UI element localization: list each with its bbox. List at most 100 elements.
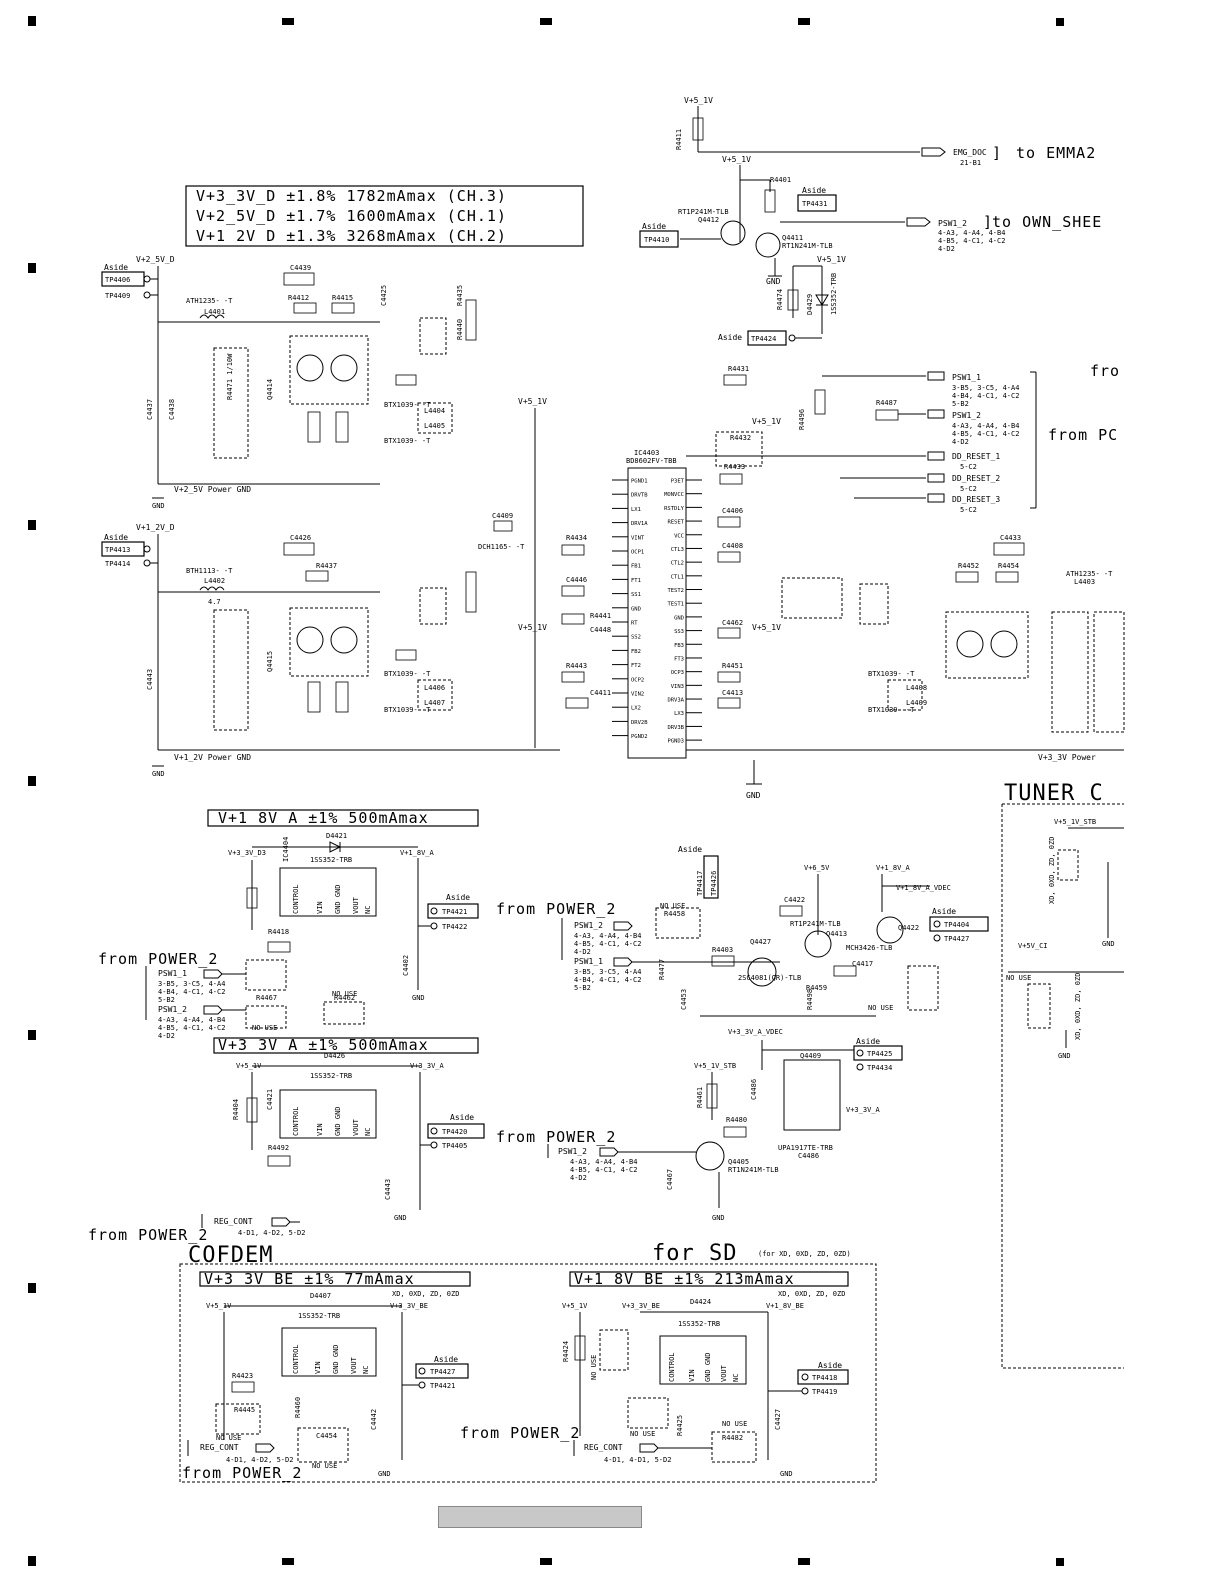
- svg-text:4-A3, 4-A4, 4-B4: 4-A3, 4-A4, 4-B4: [574, 932, 641, 940]
- ic-right-pin-label: P3ET: [671, 479, 685, 485]
- svg-text:C4409: C4409: [492, 512, 513, 520]
- svg-text:4-D2: 4-D2: [952, 438, 969, 446]
- svg-text:Aside: Aside: [104, 263, 128, 272]
- svg-text:TP4426: TP4426: [710, 871, 718, 896]
- svg-text:R4431: R4431: [728, 365, 749, 373]
- svg-text:C4438: C4438: [168, 399, 176, 420]
- svg-text:C4446: C4446: [566, 576, 587, 584]
- svg-text:GND: GND: [412, 994, 425, 1002]
- ic-right-pin-label: RESET: [667, 520, 684, 526]
- spec-ch1: V+2_5V_D ±1.7% 1600mAmax (CH.1): [196, 207, 507, 225]
- reset-connectors: fro from PC PSW1_1 3-B5, 3-C5, 4-A4 4-B4…: [686, 362, 1119, 514]
- ic-right-pin-label: CTL2: [671, 561, 684, 567]
- svg-text:R4460: R4460: [294, 1397, 302, 1418]
- svg-text:VOUT: VOUT: [350, 1356, 358, 1374]
- svg-text:C4486: C4486: [750, 1079, 758, 1100]
- svg-text:C4425: C4425: [380, 285, 388, 306]
- top-spec-box: V+3_3V_D ±1.8% 1782mAmax (CH.3) V+2_5V_D…: [185, 185, 584, 247]
- svg-text:V+5_1V: V+5_1V: [518, 397, 547, 406]
- svg-text:C4433: C4433: [1000, 534, 1021, 542]
- svg-text:R4418: R4418: [268, 928, 289, 936]
- svg-text:4-B5, 4-C1, 4-C2: 4-B5, 4-C1, 4-C2: [570, 1166, 637, 1174]
- svg-text:4-D2: 4-D2: [570, 1174, 587, 1182]
- svg-text:2SC4081(QR)-TLB: 2SC4081(QR)-TLB: [738, 974, 801, 982]
- svg-text:NO USE: NO USE: [1006, 974, 1031, 982]
- svg-text:Q4411: Q4411: [782, 234, 803, 242]
- ic-right-pin-label: CTL1: [671, 574, 684, 580]
- svg-text:4-B4, 4-C1, 4-C2: 4-B4, 4-C1, 4-C2: [158, 988, 225, 996]
- svg-text:TP4414: TP4414: [105, 560, 130, 568]
- svg-text:RT1P241M-TLB: RT1P241M-TLB: [790, 920, 841, 928]
- svg-text:Q4405: Q4405: [728, 1158, 749, 1166]
- svg-text:Aside: Aside: [434, 1355, 458, 1364]
- svg-text:V+2_5V_D: V+2_5V_D: [136, 255, 175, 264]
- ic-right-pin-label: VIN3: [671, 684, 684, 690]
- ic-right-pin-label: RSTDLY: [664, 506, 685, 512]
- ic-right-pin-label: OCP3: [671, 670, 684, 676]
- emg-doc-label: EMG_DOC: [953, 148, 987, 157]
- svg-text:(for XD, 0XD, ZD, 0ZD): (for XD, 0XD, ZD, 0ZD): [758, 1250, 851, 1258]
- svg-text:L4406: L4406: [424, 684, 445, 692]
- svg-text:C4462: C4462: [722, 619, 743, 627]
- svg-text:1SS352-TRB: 1SS352-TRB: [298, 1312, 340, 1320]
- svg-text:3-B5, 3-C5, 4-A4: 3-B5, 3-C5, 4-A4: [158, 980, 225, 988]
- svg-text:TP4425: TP4425: [867, 1050, 892, 1058]
- svg-text:NO USE: NO USE: [216, 1434, 241, 1442]
- ic4403: IC4403 BD8602FV-TBB PGND1DRVTBLX1DRV1AVI…: [478, 365, 899, 800]
- svg-text:PSW1_2: PSW1_2: [574, 921, 603, 930]
- svg-text:TP4406: TP4406: [105, 276, 130, 284]
- svg-text:5-C2: 5-C2: [960, 463, 977, 471]
- svg-text:5-B2: 5-B2: [158, 996, 175, 1004]
- svg-text:V+3_3V_A: V+3_3V_A: [410, 1062, 445, 1070]
- svg-text:TP4410: TP4410: [644, 236, 669, 244]
- svg-text:V+5_1V: V+5_1V: [722, 155, 751, 164]
- svg-text:R4471 1/10W: R4471 1/10W: [226, 353, 234, 400]
- svg-text:TP4421: TP4421: [430, 1382, 455, 1390]
- svg-text:D4407: D4407: [310, 1292, 331, 1300]
- svg-text:from POWER_2: from POWER_2: [182, 1464, 302, 1482]
- svg-text:GND: GND: [766, 277, 781, 286]
- svg-text:4-A3, 4-A4, 4-B4: 4-A3, 4-A4, 4-B4: [570, 1158, 637, 1166]
- svg-text:REG_CONT: REG_CONT: [584, 1443, 623, 1452]
- svg-text:R4487: R4487: [876, 399, 897, 407]
- svg-text:XD, 0XD, ZD, 0ZD: XD, 0XD, ZD, 0ZD: [778, 1290, 845, 1298]
- ic-left-pin-label: PGND2: [631, 734, 648, 740]
- svg-text:R4412: R4412: [288, 294, 309, 302]
- svg-text:GND: GND: [152, 770, 165, 778]
- svg-text:R4440: R4440: [456, 319, 464, 340]
- svg-text:BTX1039- -T: BTX1039- -T: [384, 437, 431, 445]
- ic-left-pin-label: FB2: [631, 649, 641, 655]
- svg-text:GND: GND: [152, 502, 165, 510]
- svg-text:PSW1_1: PSW1_1: [574, 957, 603, 966]
- svg-text:C4426: C4426: [290, 534, 311, 542]
- svg-text:TP4420: TP4420: [442, 1128, 467, 1136]
- svg-text:GND: GND: [378, 1470, 391, 1478]
- svg-text:4-B4, 4-C1, 4-C2: 4-B4, 4-C1, 4-C2: [574, 976, 641, 984]
- svg-text:NC: NC: [732, 1374, 740, 1382]
- svg-text:4-B5, 4-C1, 4-C2: 4-B5, 4-C1, 4-C2: [574, 940, 641, 948]
- control-section: V+5_1V R4411 EMG_DOC 21-B1 to EMMA2 ] V+…: [639, 96, 1101, 346]
- svg-text:Q4415: Q4415: [266, 651, 274, 672]
- svg-text:NO USE: NO USE: [722, 1420, 747, 1428]
- svg-text:BTH1113- -T: BTH1113- -T: [186, 567, 233, 575]
- svg-text:Aside: Aside: [104, 533, 128, 542]
- svg-text:C4443: C4443: [146, 669, 154, 690]
- svg-text:C4443: C4443: [384, 1179, 392, 1200]
- svg-text:C4406: C4406: [722, 507, 743, 515]
- svg-text:V+1_8V_A: V+1_8V_A: [876, 864, 911, 872]
- ic-right-pin-label: LX3: [674, 711, 684, 717]
- svg-text:4-A3, 4-A4, 4-B4: 4-A3, 4-A4, 4-B4: [158, 1016, 225, 1024]
- registration-marks: [28, 16, 1064, 1566]
- svg-text:V+1_8V_A: V+1_8V_A: [400, 849, 435, 857]
- page-footer-bar: [438, 1506, 642, 1528]
- psw1-2-top: PSW1_2: [938, 219, 967, 228]
- svg-text:TP4431: TP4431: [802, 200, 827, 208]
- svg-text:R4477: R4477: [658, 959, 666, 980]
- svg-text:R4451: R4451: [722, 662, 743, 670]
- svg-text:R4443: R4443: [566, 662, 587, 670]
- svg-text:BTX1039- -T: BTX1039- -T: [384, 401, 431, 409]
- svg-text:C4439: C4439: [290, 264, 311, 272]
- svg-text:Aside: Aside: [718, 333, 742, 342]
- svg-text:VIN: VIN: [316, 901, 324, 914]
- svg-text:V+5_1V: V+5_1V: [206, 1302, 232, 1310]
